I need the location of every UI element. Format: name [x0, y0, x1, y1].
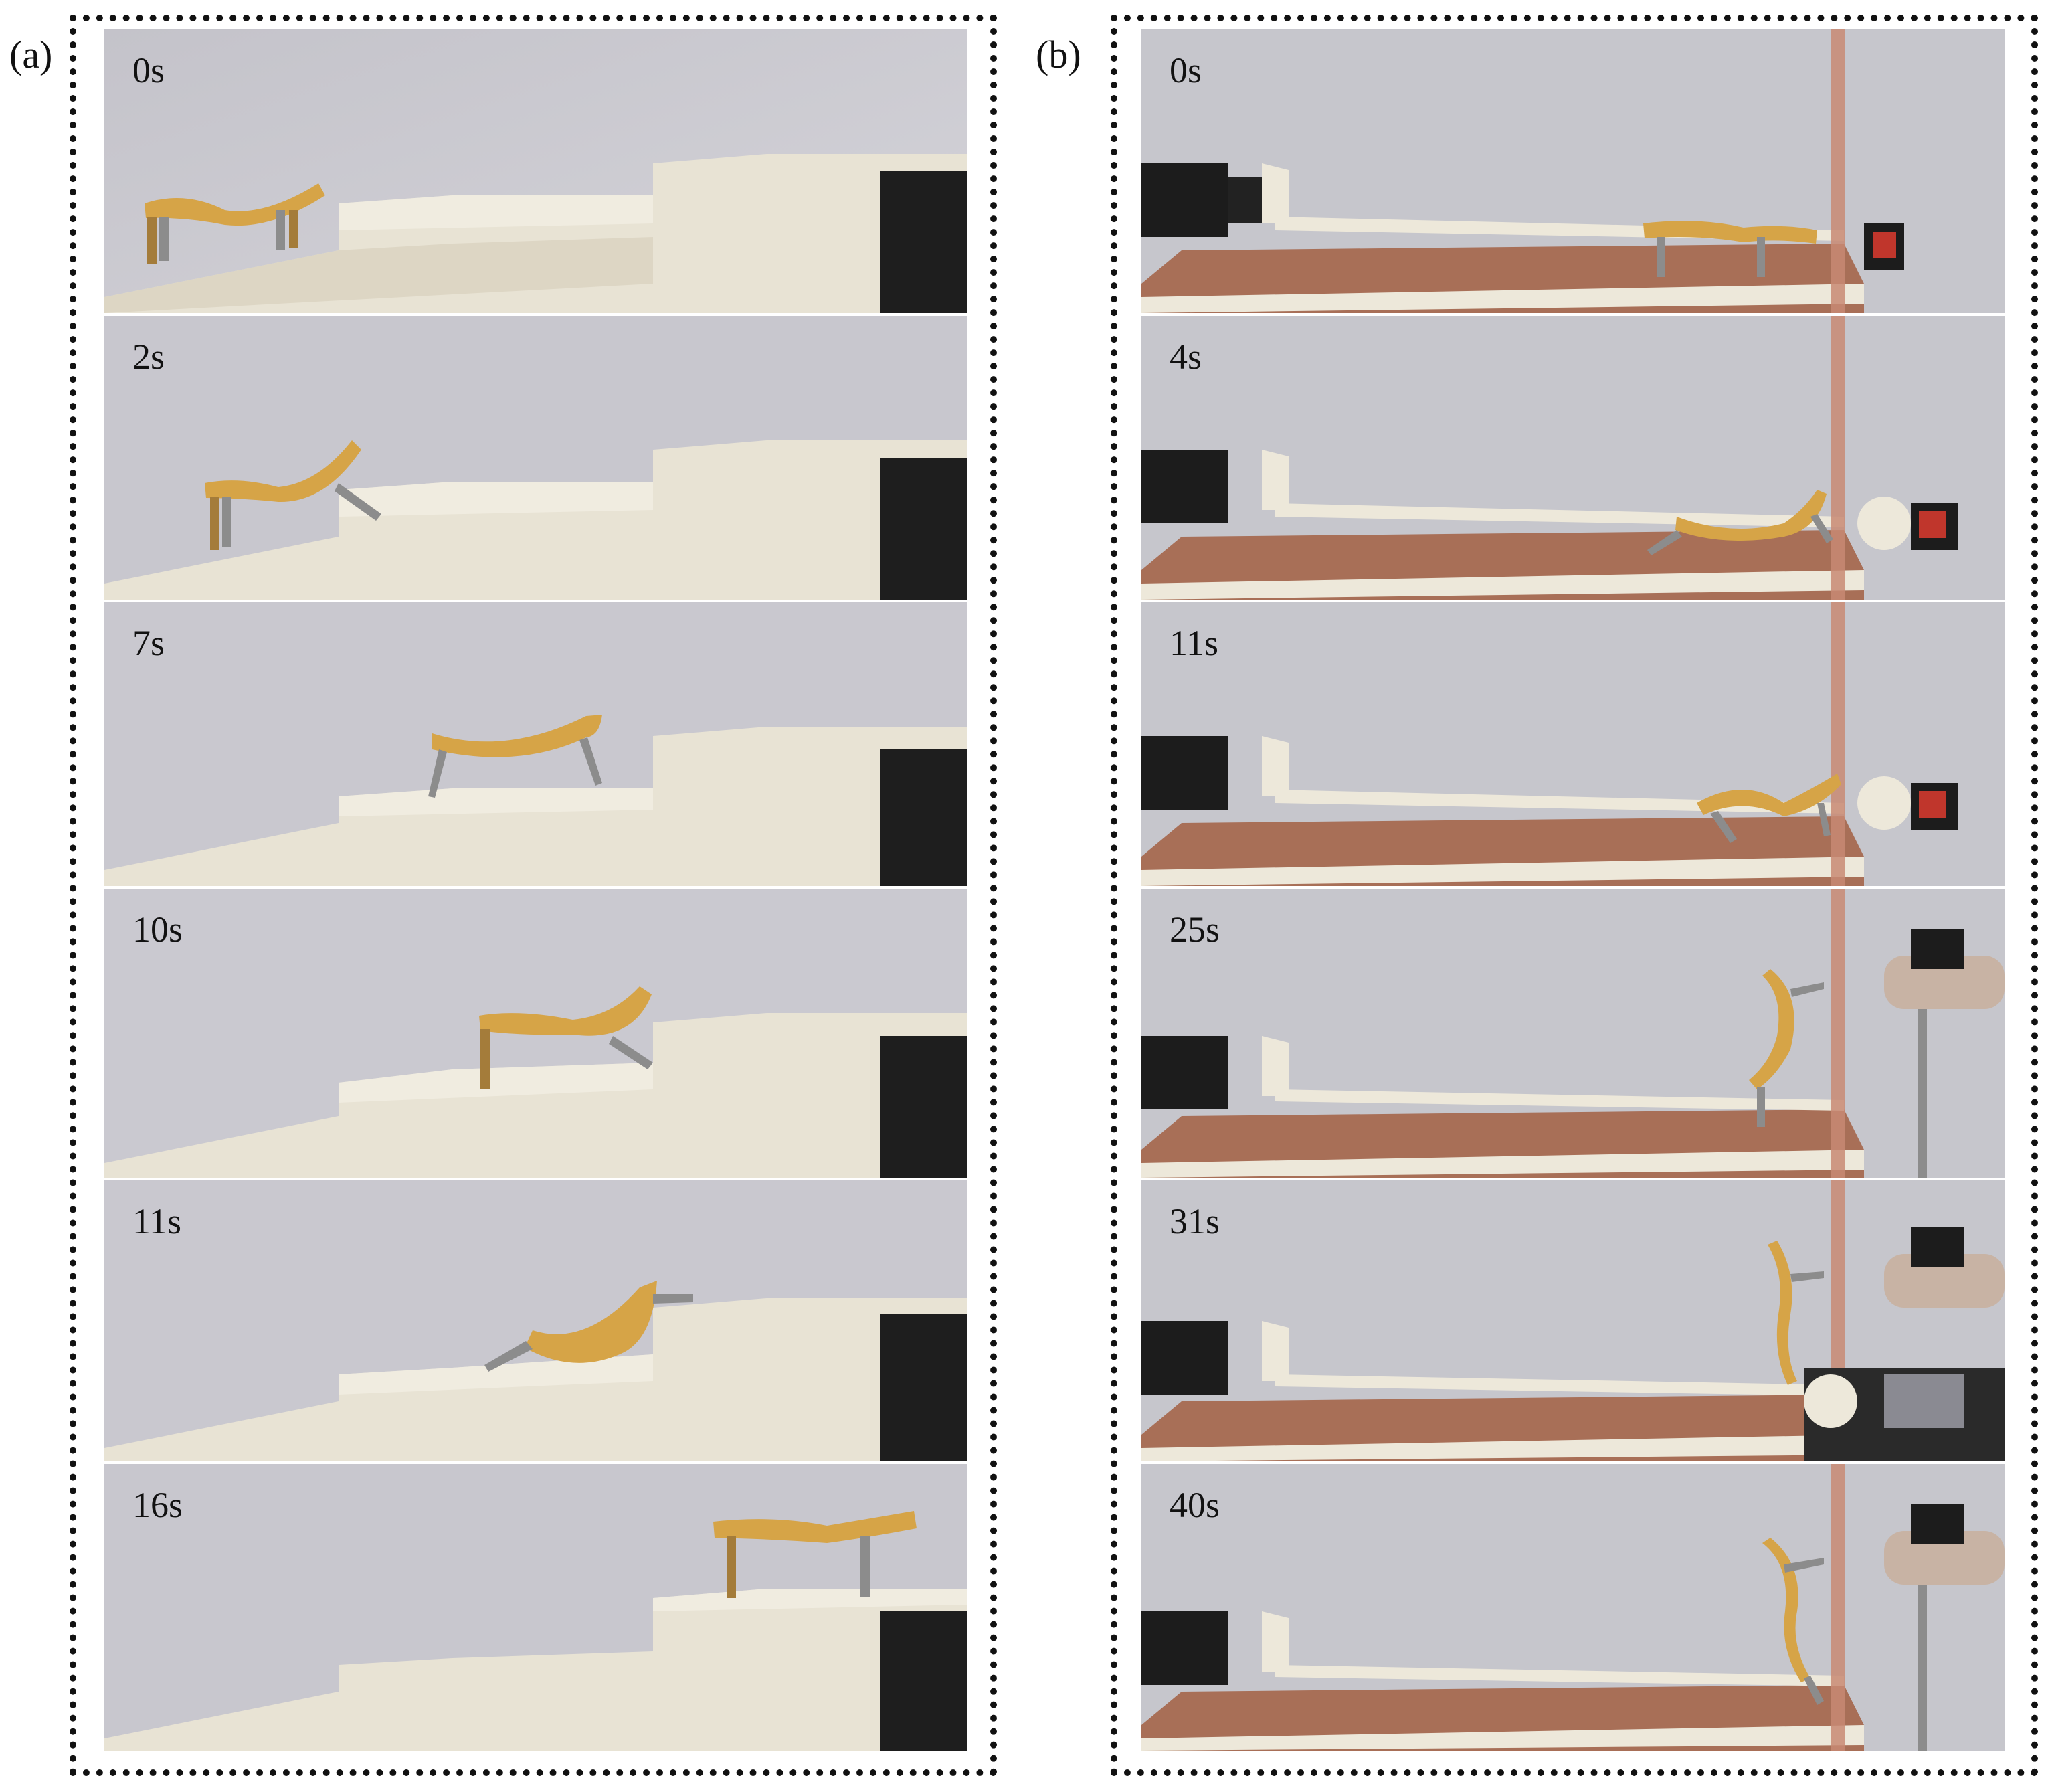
- frame-divider: [1141, 600, 2005, 602]
- frame-a-1: 0s: [104, 29, 967, 313]
- frame-divider: [104, 886, 967, 889]
- frame-b-1-time: 0s: [1170, 50, 1202, 90]
- frame-a-4-time: 10s: [132, 909, 183, 950]
- panel-b-label: (b): [1036, 33, 1081, 76]
- frame-divider: [104, 1178, 967, 1180]
- panel-a-photos: 0s 2s 7s: [104, 29, 967, 1751]
- frame-b-4: 25s: [1141, 889, 2005, 1178]
- frame-b-5: 31s: [1141, 1180, 2005, 1461]
- frame-a-3-time: 7s: [132, 623, 165, 663]
- frame-b-6: 40s: [1141, 1464, 2005, 1751]
- frame-divider: [1141, 313, 2005, 316]
- frame-a-6-time: 16s: [132, 1485, 183, 1525]
- frame-a-1-time: 0s: [132, 50, 165, 90]
- frame-b-2-time: 4s: [1170, 337, 1202, 377]
- frame-a-5: 11s: [104, 1180, 967, 1461]
- frame-a-4: 10s: [104, 889, 967, 1178]
- frame-divider: [104, 313, 967, 316]
- frame-b-5-time: 31s: [1170, 1201, 1220, 1241]
- frame-a-5-time: 11s: [132, 1201, 182, 1241]
- frame-divider: [1141, 886, 2005, 889]
- panel-b-photos: 0s 4s: [1141, 29, 2005, 1751]
- frame-b-3: 11s: [1141, 602, 2005, 886]
- frame-b-1: 0s: [1141, 29, 2005, 313]
- frame-divider: [1141, 1178, 2005, 1180]
- panel-b-border: [1111, 15, 2038, 1776]
- frame-divider: [1141, 1461, 2005, 1464]
- frame-b-4-time: 25s: [1170, 909, 1220, 950]
- frame-b-6-time: 40s: [1170, 1485, 1220, 1525]
- frame-b-3-time: 11s: [1170, 623, 1219, 663]
- frame-a-2-time: 2s: [132, 337, 165, 377]
- panel-a-label: (a): [9, 33, 53, 76]
- frame-divider: [104, 600, 967, 602]
- frame-b-2: 4s: [1141, 316, 2005, 600]
- frame-a-3: 7s: [104, 602, 967, 886]
- frame-a-6: 16s: [104, 1464, 967, 1751]
- panel-a-border: [70, 15, 997, 1776]
- frame-a-2: 2s: [104, 316, 967, 600]
- frame-divider: [104, 1461, 967, 1464]
